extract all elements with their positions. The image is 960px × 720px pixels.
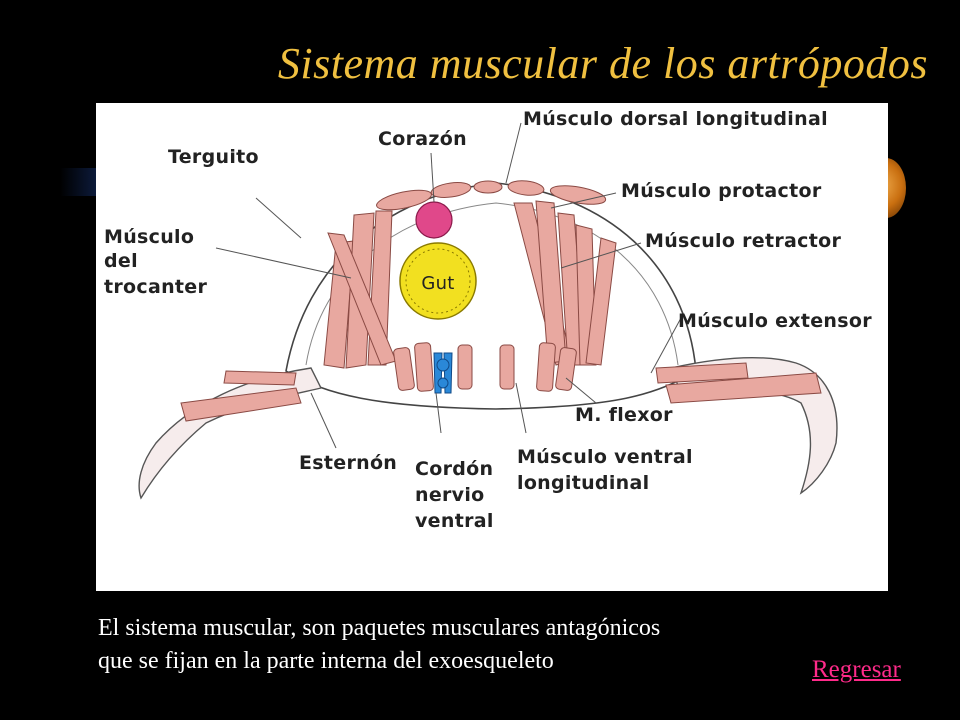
- right-leg-muscles: [655, 362, 822, 404]
- left-leg: [138, 367, 323, 500]
- left-leg-muscles: [180, 370, 302, 422]
- label-esternon: Esternón: [299, 452, 397, 474]
- ventral-longitudinal-muscles: [393, 342, 577, 392]
- label-trocanter-3: trocanter: [104, 276, 207, 298]
- label-musculo-protactor: Músculo protactor: [621, 180, 822, 202]
- diagram-panel: Gut Músculo dorsal longitudinal Corazón …: [96, 103, 888, 591]
- caption-line-1: El sistema muscular, son paquetes muscul…: [98, 615, 661, 641]
- label-musculo-ventral-2: longitudinal: [517, 472, 649, 494]
- label-musculo-retractor: Músculo retractor: [645, 230, 841, 252]
- right-body-muscles: [513, 200, 617, 366]
- ventral-nerve-cord: [433, 352, 453, 394]
- label-terguito: Terguito: [168, 146, 259, 168]
- back-link[interactable]: Regresar: [812, 656, 901, 683]
- label-musculo-dorsal: Músculo dorsal longitudinal: [523, 108, 828, 130]
- label-m-flexor: M. flexor: [575, 404, 673, 426]
- caption-line-2: que se fijan en la parte interna del exo…: [98, 648, 554, 674]
- left-body-muscles: [323, 210, 397, 369]
- label-trocanter-2: del: [104, 250, 138, 272]
- label-musculo-extensor: Músculo extensor: [678, 310, 872, 332]
- page-title: Sistema muscular de los artrópodos: [277, 39, 928, 88]
- label-musculo-ventral-1: Músculo ventral: [517, 446, 693, 468]
- leader-lines: [215, 122, 682, 449]
- label-cordon-3: ventral: [415, 510, 494, 532]
- heart-organ: [415, 201, 453, 239]
- dorsal-longitudinal-muscles: [376, 180, 607, 211]
- label-cordon-2: nervio: [415, 484, 485, 506]
- arthropod-muscle-diagram: Gut Músculo dorsal longitudinal Corazón …: [104, 108, 872, 532]
- gut-organ: [399, 242, 477, 320]
- label-trocanter-1: Músculo: [104, 226, 194, 248]
- caption: El sistema muscular, son paquetes muscul…: [98, 612, 858, 678]
- label-corazon: Corazón: [378, 128, 467, 150]
- label-cordon-1: Cordón: [415, 458, 493, 480]
- gut-label: Gut: [421, 273, 454, 294]
